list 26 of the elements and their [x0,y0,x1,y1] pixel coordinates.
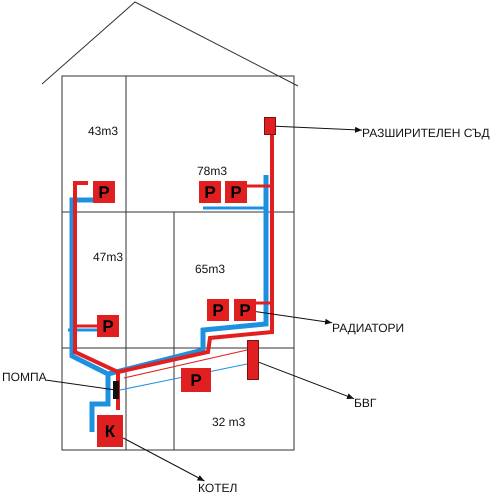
callout-label: КОТЕЛ [198,481,238,495]
radiator: Р [199,181,221,203]
radiator: Р [181,368,211,392]
radiator: Р [93,181,115,203]
room-volume-label: 32 m3 [212,415,246,429]
room-volume-label: 43m3 [88,124,118,138]
room-volume-label: 47m3 [93,250,124,264]
leader-line [258,362,354,400]
radiator: Р [207,299,229,321]
pump [113,381,119,399]
radiator: Р [225,181,247,203]
boiler: К [97,415,123,447]
leader-line [256,311,332,325]
callout-label: ПОМПА [2,370,47,384]
leader-line [122,437,205,482]
radiator: Р [97,315,119,337]
tank [247,340,259,380]
callout-label: РАЗШИРИТЕЛЕН СЪД [362,126,490,140]
callout-label: БВГ [354,396,376,410]
leader-line [276,126,362,133]
room-volume-label: 78m3 [197,164,228,178]
tank [264,117,276,135]
callout-label: РАДИАТОРИ [332,321,404,335]
radiator: Р [234,299,256,321]
leader-line [46,380,114,390]
room-volume-label: 65m3 [195,262,226,276]
